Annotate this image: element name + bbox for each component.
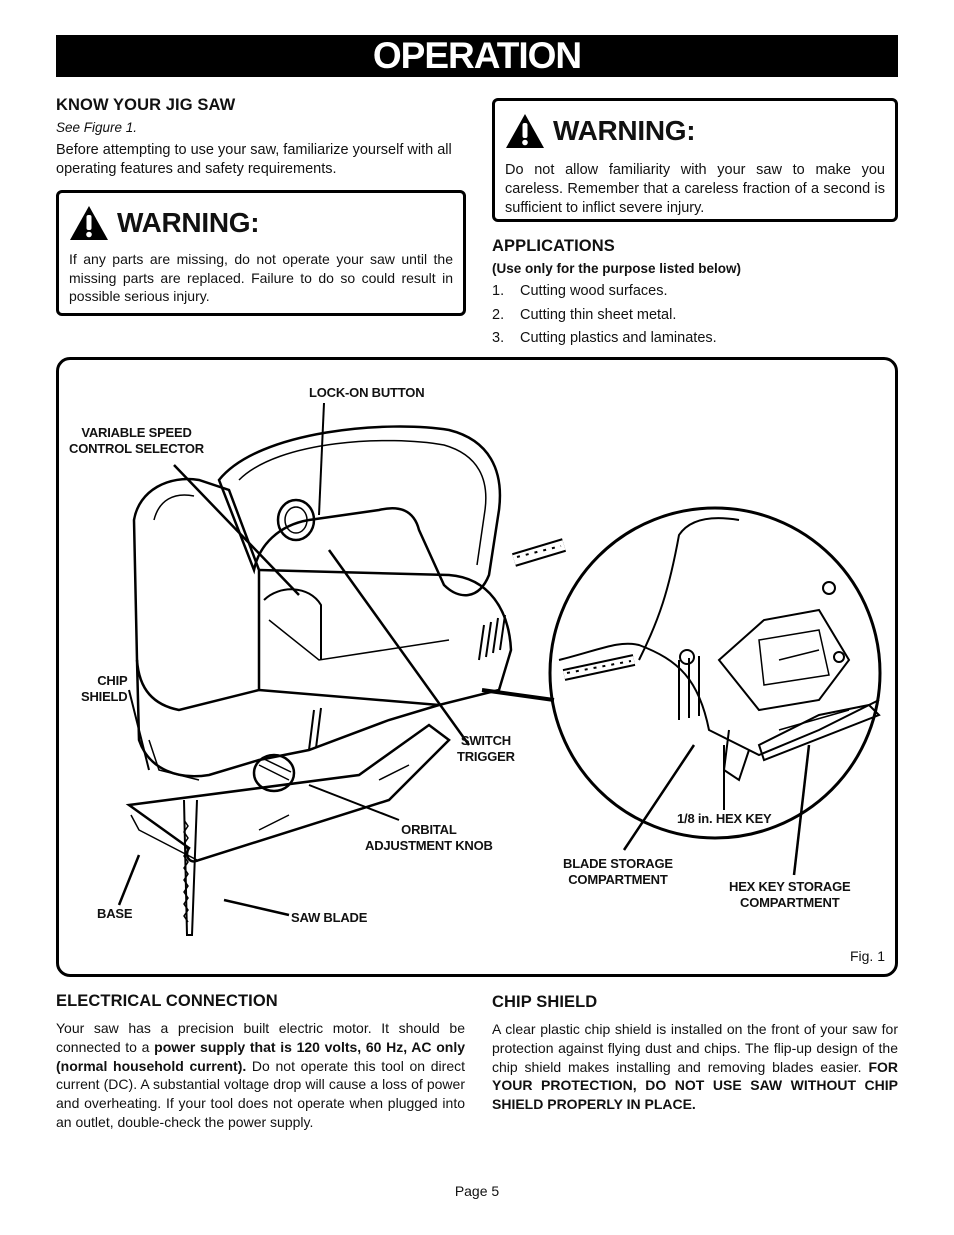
figure-1-jig-saw: LOCK-ON BUTTON VARIABLE SPEED CONTROL SE… xyxy=(56,357,898,977)
warning-title: WARNING: xyxy=(553,115,696,146)
warning-body: Do not allow familiarity with your saw t… xyxy=(505,162,885,216)
label-base: BASE xyxy=(97,906,133,921)
electrical-heading: ELECTRICAL CONNECTION xyxy=(56,992,278,1010)
warning-title: WARNING: xyxy=(117,207,260,238)
label-hex-key-storage-compartment: HEX KEY STORAGE COMPARTMENT xyxy=(729,879,851,910)
label-blade-storage-compartment: BLADE STORAGE COMPARTMENT xyxy=(563,856,673,887)
chip-shield-section: CHIP SHIELD A clear plastic chip shield … xyxy=(492,993,898,1114)
page-title: OPERATION xyxy=(56,35,898,77)
label-hex-key: 1/8 in. HEX KEY xyxy=(677,811,772,826)
warning-header: WARNING: xyxy=(69,205,453,241)
jig-saw-illustration xyxy=(117,402,882,936)
applications-heading: APPLICATIONS xyxy=(492,237,615,255)
figure-caption: Fig. 1 xyxy=(849,948,885,964)
applications-subheading: (Use only for the purpose listed below) xyxy=(492,261,742,276)
label-saw-blade: SAW BLADE xyxy=(291,910,368,925)
electrical-connection-section: ELECTRICAL CONNECTION Your saw has a pre… xyxy=(56,992,465,1132)
warning-header: WARNING: xyxy=(505,113,885,149)
electrical-body: Your saw has a precision built electric … xyxy=(56,1020,465,1130)
list-item: 1.Cutting wood surfaces. xyxy=(492,283,668,299)
list-item: 3.Cutting plastics and laminates. xyxy=(492,330,717,346)
label-chip-shield: CHIP SHIELD xyxy=(81,673,128,704)
warning-box-missing-parts: WARNING: If any parts are missing, do no… xyxy=(56,190,466,316)
label-lock-on-button: LOCK-ON BUTTON xyxy=(309,385,425,400)
label-variable-speed-selector: VARIABLE SPEED CONTROL SELECTOR xyxy=(69,425,204,456)
know-your-saw-section: KNOW YOUR JIG SAW See Figure 1. Before a… xyxy=(56,96,466,179)
page-number: Page 5 xyxy=(454,1183,500,1199)
list-item: 2.Cutting thin sheet metal. xyxy=(492,306,677,323)
chip-shield-heading: CHIP SHIELD xyxy=(492,993,598,1011)
know-your-saw-body: Before attempting to use your saw, famil… xyxy=(56,142,452,177)
chip-shield-body: A clear plastic chip shield is installed… xyxy=(492,1021,898,1113)
applications-section: APPLICATIONS (Use only for the purpose l… xyxy=(492,237,898,351)
warning-box-familiarity: WARNING: Do not allow familiarity with y… xyxy=(492,98,898,222)
know-your-saw-heading: KNOW YOUR JIG SAW xyxy=(56,96,236,114)
warning-triangle-icon xyxy=(506,114,544,148)
warning-body: If any parts are missing, do not operate… xyxy=(69,251,453,304)
label-switch-trigger: SWITCH TRIGGER xyxy=(457,733,515,764)
warning-triangle-icon xyxy=(70,206,108,240)
applications-list: 1.Cutting wood surfaces. 2.Cutting thin … xyxy=(492,280,898,351)
see-figure-note: See Figure 1. xyxy=(56,120,138,135)
label-orbital-adjustment-knob: ORBITAL ADJUSTMENT KNOB xyxy=(365,822,493,853)
